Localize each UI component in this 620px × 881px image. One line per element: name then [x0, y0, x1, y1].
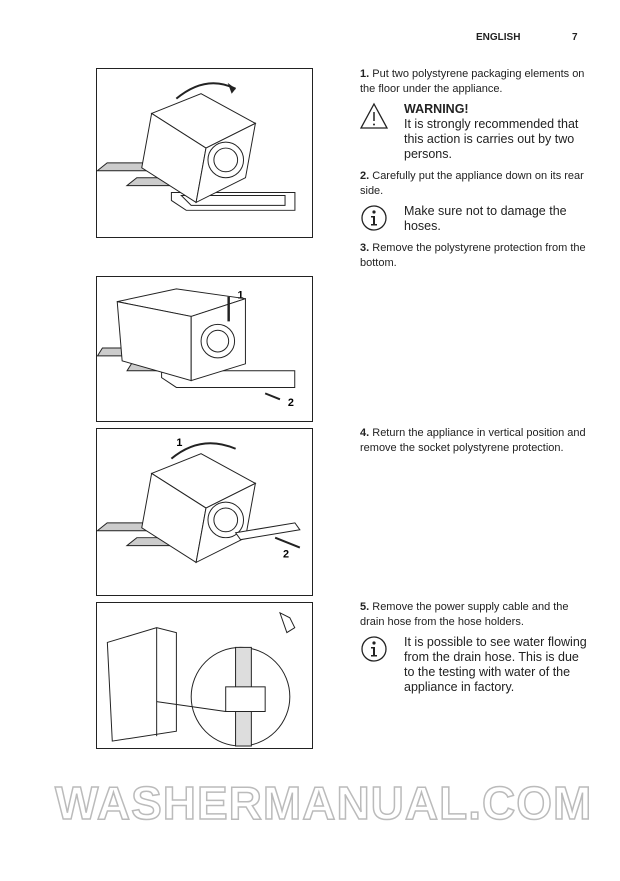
rotate-arrow-icon: [227, 82, 236, 94]
washer-on-rear-illustration: 1 2: [97, 288, 296, 409]
figure-label: 2: [283, 548, 289, 560]
step-text: Remove the power supply cable and the dr…: [360, 601, 569, 628]
warning-triangle-icon: [360, 102, 388, 129]
info-note: It is possible to see water flowing from…: [360, 635, 588, 695]
figure-label: 1: [238, 290, 244, 302]
info-note: Make sure not to damage the hoses.: [360, 204, 588, 234]
step-4: 4. Return the appliance in vertical posi…: [360, 426, 588, 455]
step-text: Return the appliance in vertical positio…: [360, 427, 586, 454]
page-number: 7: [572, 32, 578, 43]
step-number: 3.: [360, 242, 370, 254]
step-5: 5. Remove the power supply cable and the…: [360, 600, 588, 629]
washer-upright-illustration: 1 2: [97, 437, 301, 564]
instructions-step-5: 5. Remove the power supply cable and the…: [360, 600, 588, 695]
instructions-step-4: 4. Return the appliance in vertical posi…: [360, 426, 588, 455]
step-text: Put two polystyrene packaging elements o…: [360, 68, 585, 95]
step-number: 5.: [360, 601, 370, 613]
header-language: ENGLISH: [476, 32, 521, 43]
figure-label: 1: [176, 437, 182, 449]
info-text: It is possible to see water flowing from…: [404, 635, 587, 694]
figure-step-3: 1 2: [96, 276, 313, 422]
hose-removal-illustration: [106, 611, 296, 747]
warning-title: WARNING!: [404, 102, 469, 116]
washer-tilting-illustration: [97, 82, 296, 211]
watermark: WASHERMANUAL.COM: [54, 776, 593, 830]
step-2: 2. Carefully put the appliance down on i…: [360, 169, 588, 198]
step-text: Carefully put the appliance down on its …: [360, 170, 584, 197]
figure-step-1: [96, 68, 313, 238]
figure-step-4: 1 2: [96, 428, 313, 596]
step-text: Remove the polystyrene protection from t…: [360, 242, 586, 269]
info-icon: [361, 636, 387, 662]
warning-text: It is strongly recommended that this act…: [404, 117, 579, 161]
warning-note: WARNING!It is strongly recommended that …: [360, 102, 588, 162]
figure-label: 2: [288, 397, 294, 409]
step-number: 2.: [360, 170, 370, 182]
step-number: 1.: [360, 68, 370, 80]
step-number: 4.: [360, 427, 370, 439]
step-3: 3. Remove the polystyrene protection fro…: [360, 241, 588, 270]
instructions-steps-1-3: 1. Put two polystyrene packaging element…: [360, 67, 588, 270]
figure-step-5: [96, 602, 313, 749]
step-1: 1. Put two polystyrene packaging element…: [360, 67, 588, 96]
info-text: Make sure not to damage the hoses.: [404, 204, 567, 233]
info-icon: [361, 205, 387, 231]
